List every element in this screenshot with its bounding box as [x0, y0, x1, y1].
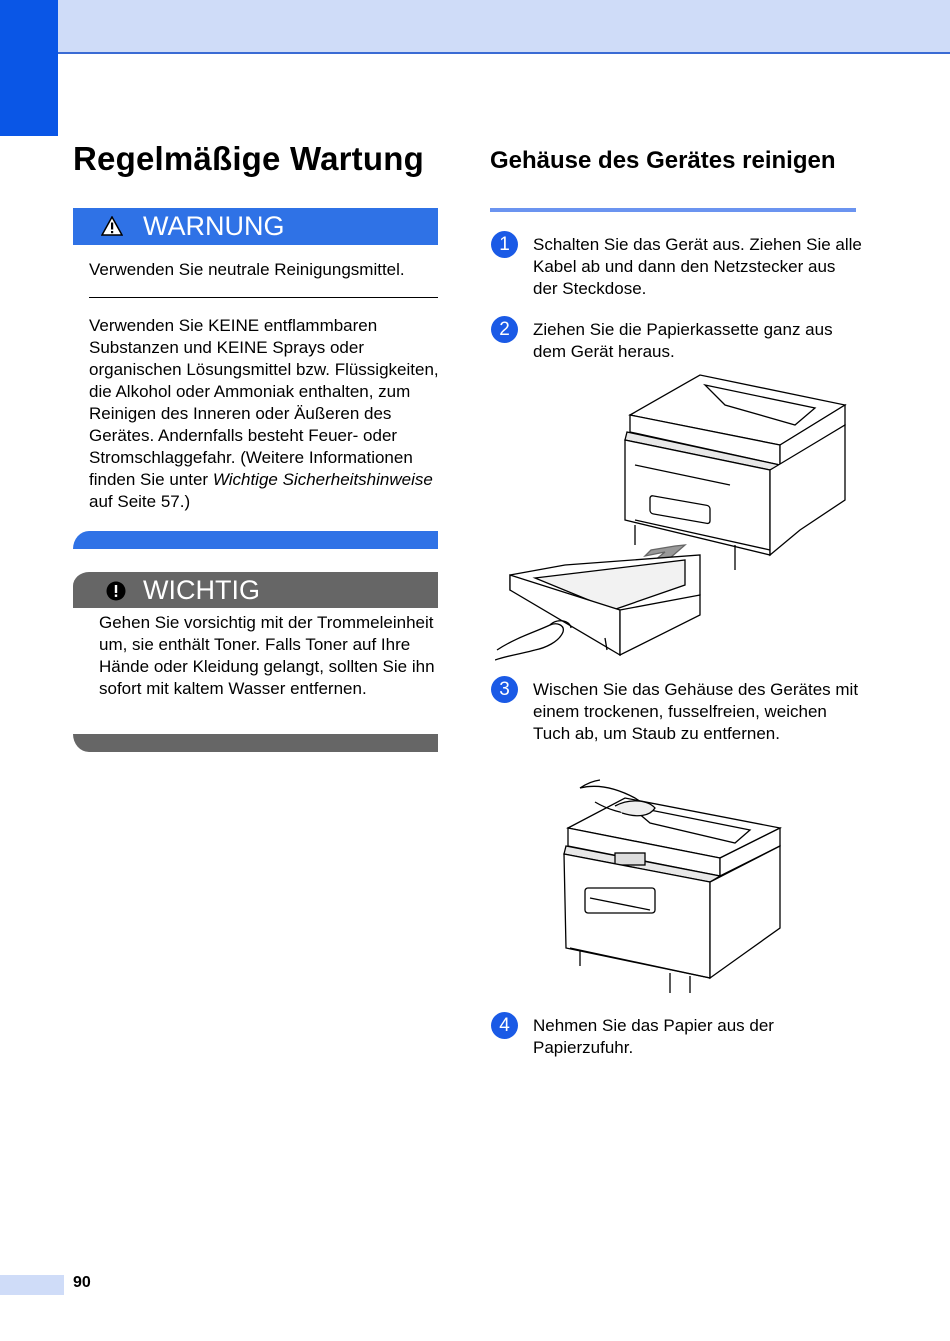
important-label: WICHTIG [143, 575, 260, 605]
page-number: 90 [73, 1274, 91, 1291]
step-3-number: 3 [491, 676, 518, 703]
warning-text-end: auf Seite 57.) [89, 492, 191, 511]
step-2-text: Ziehen Sie die Papierkassette ganz aus d… [533, 320, 833, 361]
step-2-number: 2 [491, 316, 518, 343]
warning-text-flammable: Verwenden Sie KEINE entflammbaren Substa… [89, 315, 439, 513]
section-title: Gehäuse des Gerätes reinigen [490, 147, 836, 174]
exclamation-circle-icon [106, 581, 126, 601]
warning-triangle-icon [101, 216, 123, 236]
important-box-footer [73, 734, 438, 752]
paper-tray-removal-illustration [495, 374, 847, 661]
header-band [0, 0, 950, 54]
warning-box-footer [73, 531, 438, 549]
step-1-number: 1 [491, 231, 518, 258]
warning-label: WARNUNG [143, 211, 285, 241]
step-1-text: Schalten Sie das Gerät aus. Ziehen Sie a… [533, 235, 862, 298]
step-3-text: Wischen Sie das Gehäuse des Gerätes mit … [533, 680, 859, 743]
warning-text-neutral: Verwenden Sie neutrale Reinigungsmittel. [89, 260, 405, 279]
important-text: Gehen Sie vorsichtig mit der Trommeleinh… [99, 613, 435, 698]
important-banner: WICHTIG [73, 572, 438, 608]
section-divider [490, 208, 856, 212]
safety-reference-link: Wichtige Sicherheitshinweise [212, 470, 433, 489]
page-title: Regelmäßige Wartung [73, 140, 424, 177]
warning-text-main: Verwenden Sie KEINE entflammbaren Substa… [89, 316, 439, 489]
step-4-number: 4 [491, 1012, 518, 1039]
warning-divider [89, 297, 438, 298]
step-4-text: Nehmen Sie das Papier aus der Papierzufu… [533, 1016, 774, 1057]
page-footer-band [0, 1275, 64, 1295]
chapter-tab [0, 0, 58, 136]
wiping-housing-illustration [563, 779, 783, 993]
warning-banner: WARNUNG [73, 208, 438, 245]
